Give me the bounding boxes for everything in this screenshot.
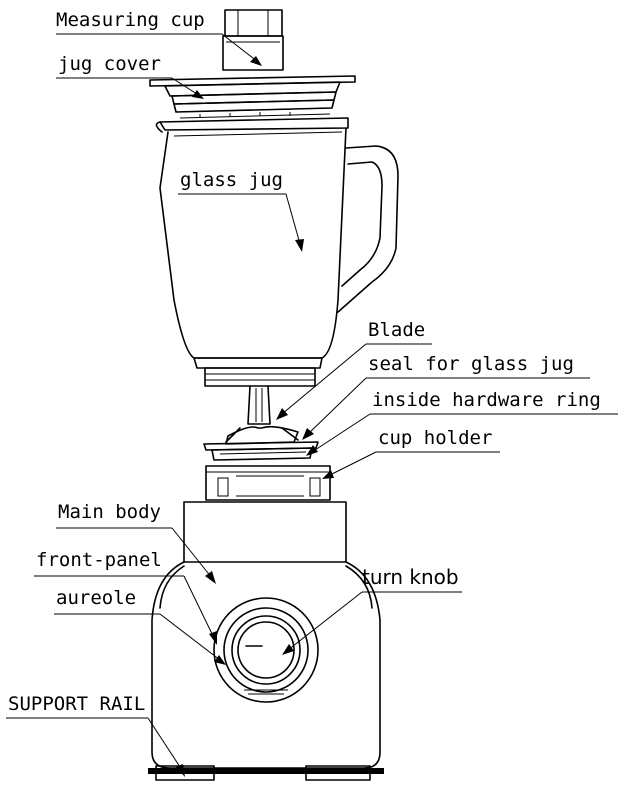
label-front-panel-text: front-panel <box>36 549 162 571</box>
measuring-cup-drawing <box>222 9 284 71</box>
jug-cover-drawing <box>149 75 356 119</box>
label-glass-jug: glass jug <box>178 169 304 252</box>
label-turn-knob-text: turn knob <box>362 565 459 589</box>
label-jug-cover-text: jug cover <box>58 53 161 75</box>
label-measuring-cup-text: Measuring cup <box>56 9 205 31</box>
label-seal-text: seal for glass jug <box>368 353 574 375</box>
label-aureole: aureole <box>54 587 226 665</box>
label-measuring-cup: Measuring cup <box>56 9 262 66</box>
label-turn-knob: turn knob <box>282 565 462 655</box>
label-jug-cover: jug cover <box>56 53 204 99</box>
label-ring-text: inside hardware ring <box>372 389 601 411</box>
label-main-body-text: Main body <box>58 501 161 523</box>
glass-jug-drawing <box>155 117 399 425</box>
label-blade-text: Blade <box>368 319 425 341</box>
front-panel-drawing <box>213 597 319 703</box>
label-cup-holder: cup holder <box>322 427 500 479</box>
label-inside-hardware-ring: inside hardware ring <box>306 389 618 456</box>
blade-assembly-drawing <box>203 425 319 461</box>
cup-holder-drawing <box>205 465 331 501</box>
main-body-drawing <box>148 501 384 781</box>
label-cup-holder-text: cup holder <box>378 427 492 449</box>
label-front-panel: front-panel <box>34 549 217 645</box>
label-support-rail: SUPPORT RAIL <box>6 693 185 777</box>
label-seal-for-glass-jug: seal for glass jug <box>302 353 590 440</box>
label-main-body: Main body <box>56 501 216 584</box>
label-support-rail-text: SUPPORT RAIL <box>8 693 145 715</box>
label-glass-jug-text: glass jug <box>180 169 283 191</box>
label-aureole-text: aureole <box>56 587 136 609</box>
label-blade: Blade <box>276 319 432 420</box>
